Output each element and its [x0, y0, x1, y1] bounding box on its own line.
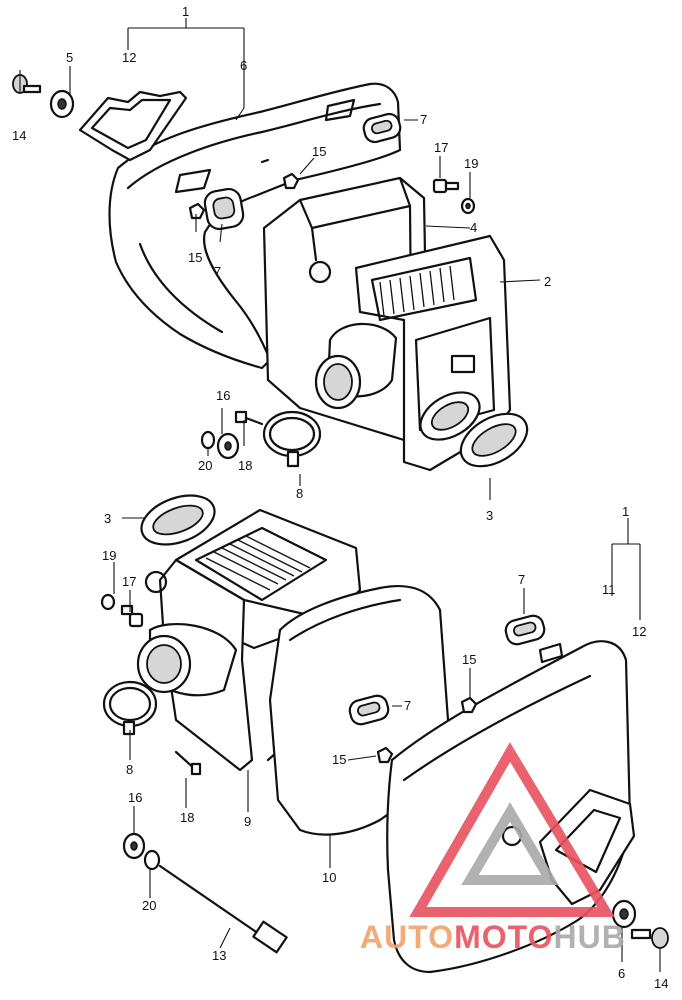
bolt-18-top — [234, 410, 264, 426]
clamp-8-bottom — [102, 680, 158, 736]
bracket-1-top — [127, 18, 245, 108]
nut-15b-top — [188, 202, 206, 220]
callout-15a-top: 15 — [312, 144, 326, 159]
grommet-7a-bottom — [504, 614, 546, 646]
washer-16-top — [216, 432, 240, 460]
callout-7b-bottom: 7 — [404, 698, 411, 713]
top-assembly — [12, 18, 541, 500]
callout-12-top: 12 — [122, 50, 136, 65]
callout-15b-top: 15 — [188, 250, 202, 265]
washer-6-bottom — [611, 899, 637, 929]
intake-tube-bottom — [136, 623, 238, 697]
callout-14-bottom: 14 — [654, 976, 668, 991]
side-cover-top — [108, 82, 402, 370]
callouts-top: 1 12 5 6 14 7 15 17 19 4 15 7 2 16 20 18… — [12, 4, 551, 523]
bolt-17-top — [432, 178, 460, 194]
grommet-7b-bottom — [348, 694, 390, 726]
boot-3-bottom — [140, 494, 216, 546]
watermark-triangle-icon — [409, 742, 615, 917]
callout-3-top: 3 — [486, 508, 493, 523]
washer-20-bottom — [143, 849, 161, 871]
callout-8-top: 8 — [296, 486, 303, 501]
callout-20-top: 20 — [198, 458, 212, 473]
callout-19-bottom: 19 — [102, 548, 116, 563]
callout-1-bottom: 1 — [622, 504, 629, 519]
callout-19-top: 19 — [464, 156, 478, 171]
svg-text:AUTOMOTOHUB: AUTOMOTOHUB — [360, 919, 626, 955]
washer-20-top — [200, 430, 216, 450]
callout-12-bottom: 12 — [632, 624, 646, 639]
watermark: AUTOMOTOHUB — [360, 742, 626, 955]
watermark-text-moto: MOTO — [454, 919, 553, 955]
bolt-14-top — [12, 74, 42, 94]
grommet-7b-top — [203, 187, 245, 231]
filter-fins-top — [379, 265, 455, 317]
callout-8-bottom: 8 — [126, 762, 133, 777]
grommet-7a-top — [362, 112, 402, 144]
nut-15a-bottom — [460, 696, 478, 714]
watermark-text-auto: AUTO — [360, 919, 454, 955]
callout-7a-bottom: 7 — [518, 572, 525, 587]
callout-15b-bottom: 15 — [332, 752, 346, 767]
bolt-14-bottom — [630, 927, 669, 949]
callout-11-bottom: 11 — [602, 582, 616, 597]
callout-14-top: 14 — [12, 128, 26, 143]
callout-6-bottom: 6 — [618, 966, 625, 981]
boot-3-top — [419, 391, 529, 468]
callout-7a-top: 7 — [420, 112, 427, 127]
clamp-8-top — [262, 410, 322, 468]
callout-17-bottom: 17 — [122, 574, 136, 589]
callout-6-top: 6 — [240, 58, 247, 73]
callout-1-top: 1 — [182, 4, 189, 19]
callout-18-top: 18 — [238, 458, 252, 473]
washer-5-top — [49, 89, 75, 119]
nut-15b-bottom — [376, 746, 394, 764]
callout-17-top: 17 — [434, 140, 448, 155]
stud-13-bottom — [158, 864, 288, 954]
watermark-inner-triangle-icon — [461, 802, 559, 885]
callout-18-bottom: 18 — [180, 810, 194, 825]
callout-9-bottom: 9 — [244, 814, 251, 829]
callout-16-bottom: 16 — [128, 790, 142, 805]
callout-10-bottom: 10 — [322, 870, 336, 885]
callout-7b-top: 7 — [214, 264, 221, 279]
callout-15a-bottom: 15 — [462, 652, 476, 667]
washer-19-top — [460, 197, 476, 215]
callout-13-bottom: 13 — [212, 948, 226, 963]
callouts-bottom: 3 19 17 1 11 12 7 15 7 15 8 18 9 10 16 2… — [102, 504, 668, 991]
gasket-12-top — [78, 90, 188, 162]
watermark-text-hub: HUB — [553, 919, 625, 955]
nut-15a-top — [282, 172, 300, 190]
callout-16-top: 16 — [216, 388, 230, 403]
callout-5-top: 5 — [66, 50, 73, 65]
bottom-assembly — [100, 494, 669, 974]
washer-19-bottom — [100, 593, 116, 611]
bolt-17-bottom — [120, 604, 144, 628]
callout-2-top: 2 — [544, 274, 551, 289]
washer-16-bottom — [122, 832, 146, 860]
bolt-18-bottom — [174, 750, 202, 776]
filter-fins-bottom — [205, 535, 311, 591]
callout-20-bottom: 20 — [142, 898, 156, 913]
callout-3-bottom: 3 — [104, 511, 111, 526]
callout-4-top: 4 — [470, 220, 477, 235]
intake-tube-top — [314, 322, 398, 410]
